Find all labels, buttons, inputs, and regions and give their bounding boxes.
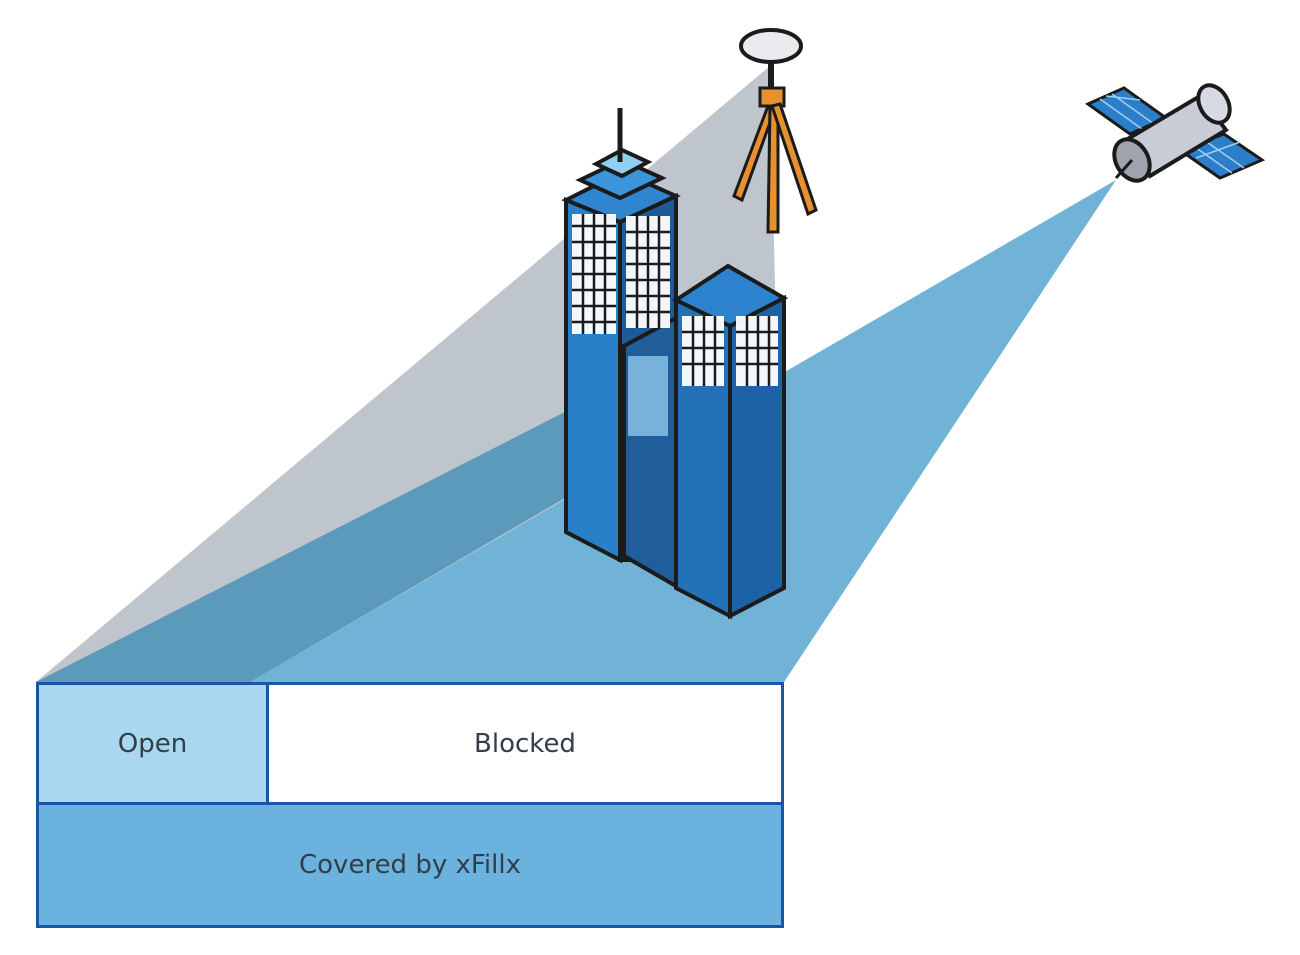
building-icon [561,108,789,620]
coverage-row-top: Open Blocked [39,685,781,805]
open-cell: Open [39,685,269,802]
coverage-table: Open Blocked Covered by xFillx [36,682,784,928]
covered-cell: Covered by xFillx [39,805,781,925]
blocked-cell: Blocked [269,685,781,802]
satellite-icon [1084,83,1266,183]
gnss-antenna-tripod-icon [732,28,818,234]
